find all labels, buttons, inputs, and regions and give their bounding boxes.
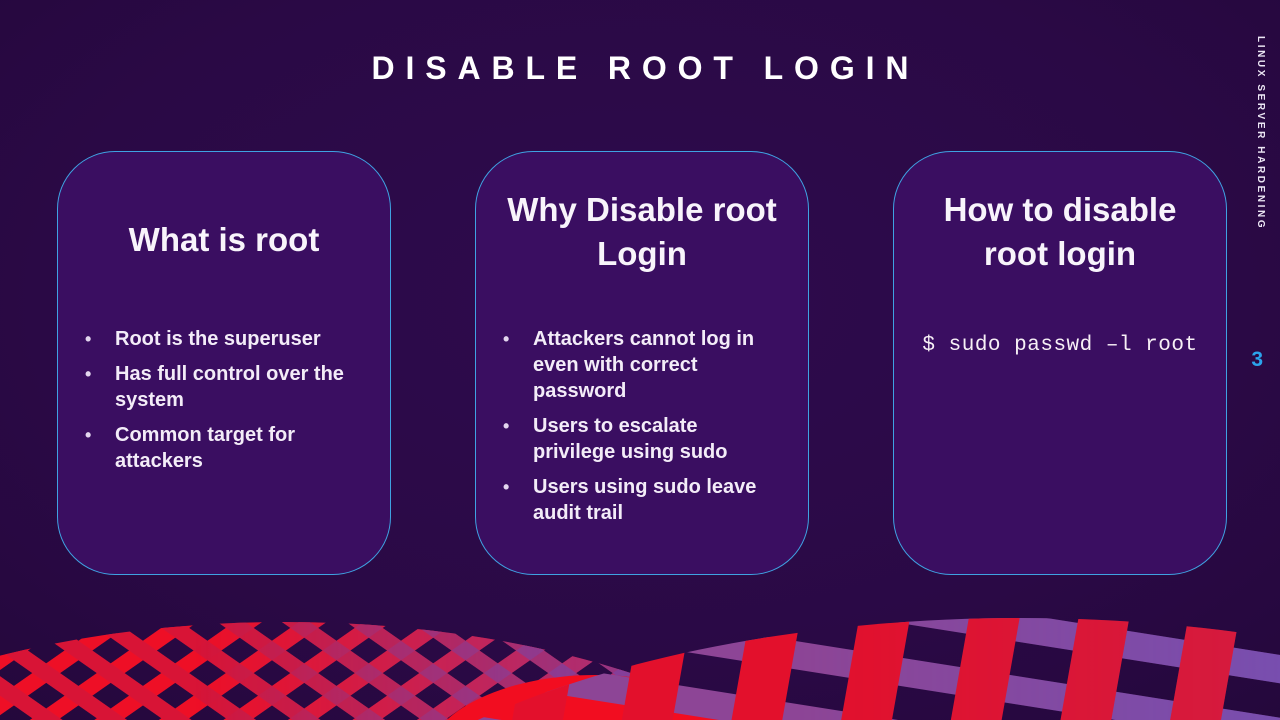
- page-number: 3: [1251, 348, 1263, 371]
- bullet-list: Root is the superuser Has full control o…: [58, 326, 393, 474]
- card-title: Why Disable root Login: [507, 191, 777, 272]
- bullet-item: Attackers cannot log in even with correc…: [503, 326, 785, 404]
- command-text: $ sudo passwd –l root: [922, 334, 1198, 357]
- card-what-is-root: What is root Root is the superuser Has f…: [57, 151, 391, 575]
- sidebar-vertical-label: LINUX SERVER HARDENING: [1255, 36, 1266, 231]
- card-title: How to disable root login: [943, 191, 1177, 272]
- bullet-list: Attackers cannot log in even with correc…: [476, 326, 811, 526]
- bullet-item: Has full control over the system: [85, 361, 367, 413]
- bullet-item: Root is the superuser: [85, 326, 367, 352]
- card-title: What is root: [128, 221, 320, 259]
- bullet-item: Users using sudo leave audit trail: [503, 474, 785, 526]
- bullet-item: Common target for attackers: [85, 422, 367, 474]
- slide-title: DISABLE ROOT LOGIN: [371, 50, 920, 86]
- bullet-item: Users to escalate privilege using sudo: [503, 413, 785, 465]
- card-how-to-disable: How to disable root login $ sudo passwd …: [893, 151, 1227, 575]
- cards-row: What is root Root is the superuser Has f…: [57, 151, 1227, 575]
- card-why-disable: Why Disable root Login Attackers cannot …: [475, 151, 809, 575]
- bottom-wave-decoration: [0, 618, 1280, 720]
